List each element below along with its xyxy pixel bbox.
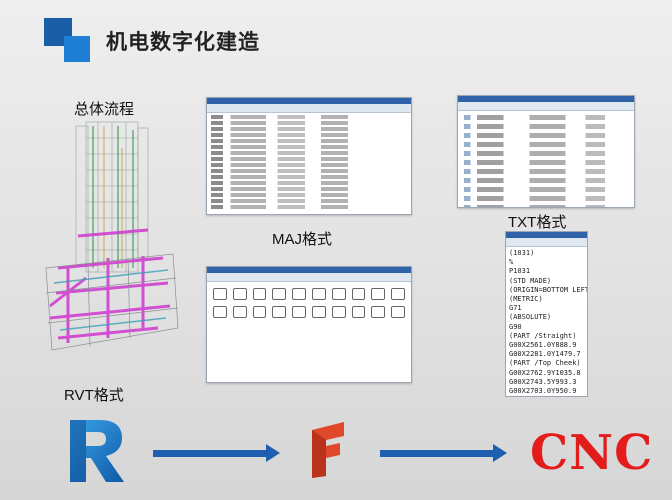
window-titlebar [207,98,411,104]
code-line: (PART /Straight) [509,331,577,340]
overall-flow-label: 总体流程 [74,101,135,118]
code-line: % [509,258,514,267]
code-line: G00X2561.0Y888.9 [509,341,577,350]
fabrication-logo-icon [312,422,344,478]
window-toolbar [506,238,587,247]
code-line: (STD MADE) [509,276,552,285]
code-line: G00X2281.0Y1479.7 [509,350,581,359]
code-line: (1031) [509,249,535,257]
code-line: G00X2660.6Y908.5 [509,396,587,397]
window-titlebar [458,96,634,102]
window-toolbar [458,102,634,111]
page-title: 机电数字化建造 [106,31,260,54]
cnc-text: CNC [530,425,654,481]
logo-square-light [64,36,90,62]
txt-file-list-window [457,95,635,208]
maj-parts-window [206,266,412,383]
code-line: G00X2743.5Y993.3 [509,377,577,386]
building-model-image [45,121,179,351]
code-line: P1031 [509,267,531,276]
window-titlebar [207,267,411,273]
code-line: (ABSOLUTE) [509,313,552,322]
code-line: (PART /Top Cheek) [509,359,581,368]
nc-code-window: (1031)%P1031(STD MADE)(ORIGIN=BOTTOM LEF… [505,231,588,397]
flow-arrow-2 [380,444,507,462]
code-line: G71 [509,304,522,313]
code-line: G90 [509,322,522,331]
parts-icon-grid [207,282,411,324]
window-titlebar [506,232,587,238]
maj-format-label: MAJ格式 [272,231,333,248]
nc-code-text: (1031)%P1031(STD MADE)(ORIGIN=BOTTOM LEF… [509,249,588,397]
flow-arrow-1 [153,444,280,462]
code-line: (ORIGIN=BOTTOM LEFT) [509,285,588,294]
code-line: G00X2703.0Y950.9 [509,387,577,396]
rvt-format-label: RVT格式 [64,387,124,404]
txt-format-label: TXT格式 [508,214,567,231]
code-line: G00X2762.9Y1035.8 [509,368,581,377]
window-toolbar [207,273,411,282]
revit-logo-icon [70,420,124,482]
window-toolbar [207,104,411,113]
code-line: (METRIC) [509,295,543,304]
maj-table-window [206,97,412,215]
